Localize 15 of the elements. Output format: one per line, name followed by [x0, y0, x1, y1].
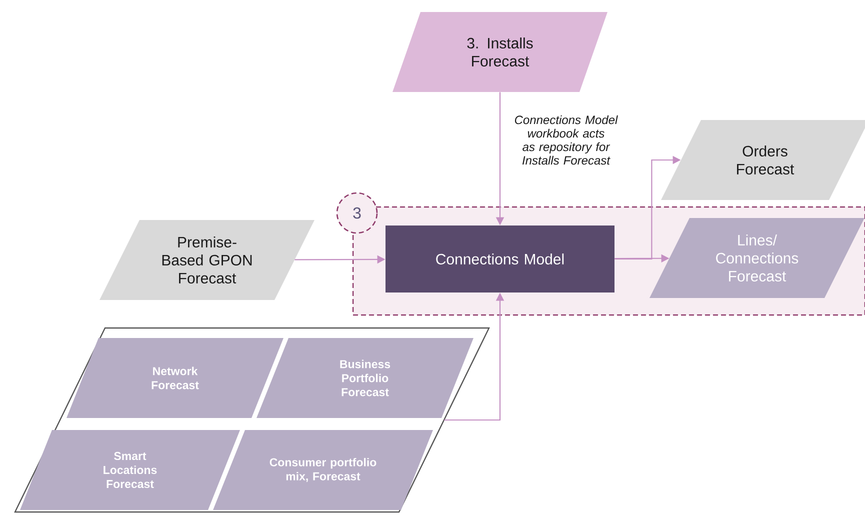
- node-label: Smart Locations Forecast: [104, 452, 157, 488]
- parallelogram-box: Premise-Based GPON Forecast: [100, 220, 314, 300]
- process-box: Connections Model: [386, 226, 614, 292]
- parallelogram-box: 3. Installs Forecast: [392, 12, 608, 92]
- step-badge: 3: [336, 192, 378, 234]
- parallelogram-box: Network Forecast: [66, 338, 284, 418]
- node-label: Consumer portfolio mix, Forecast: [270, 458, 376, 482]
- parallelogram-box: Business Portfolio Forecast: [256, 338, 474, 418]
- edge-label: Connections Model workbook acts as repository for Installs Forecast: [511, 114, 621, 166]
- node-label: Business Portfolio Forecast: [340, 360, 390, 396]
- parallelogram-box: Lines/ Connections Forecast: [650, 218, 864, 298]
- parallelogram-box: Orders Forecast: [661, 120, 865, 200]
- parallelogram-box: Smart Locations Forecast: [20, 430, 240, 510]
- parallelogram-box: Consumer portfolio mix, Forecast: [213, 430, 433, 510]
- node-label: Network Forecast: [152, 366, 199, 390]
